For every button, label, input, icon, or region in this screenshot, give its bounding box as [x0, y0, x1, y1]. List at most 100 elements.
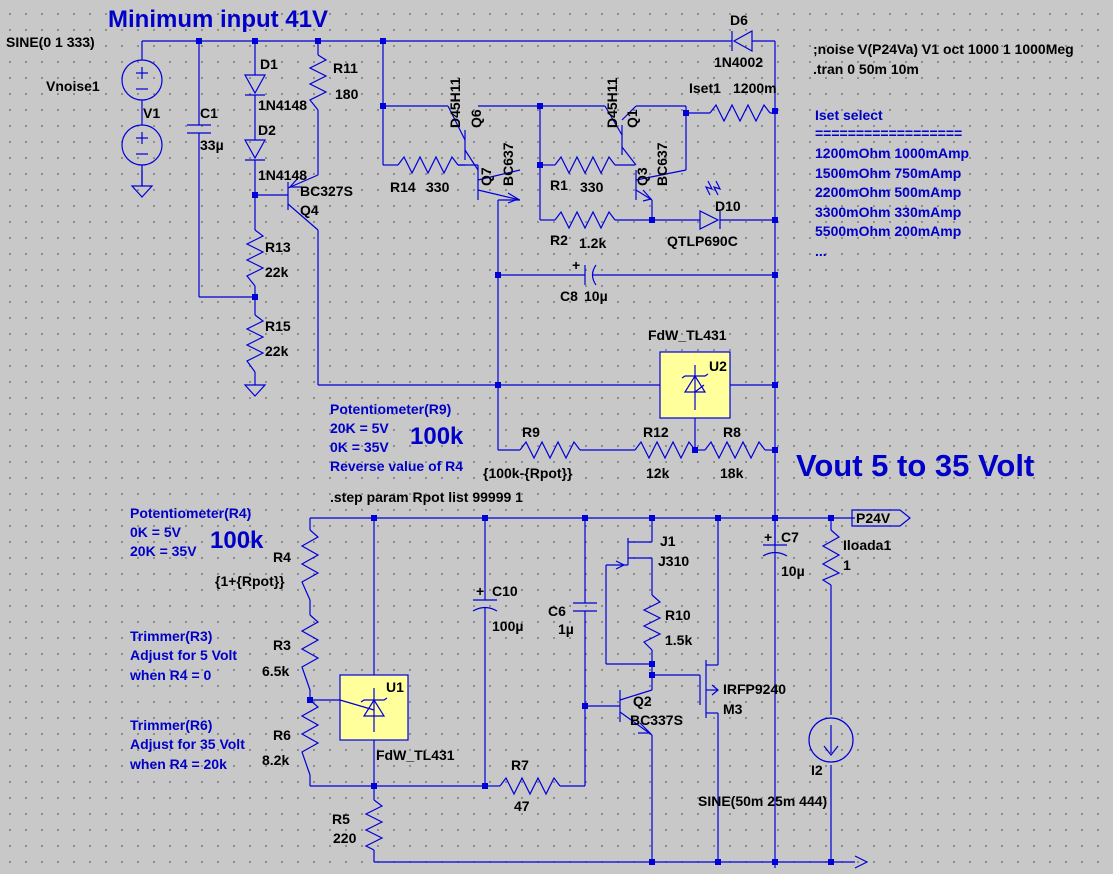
diode-d1[interactable]	[243, 74, 267, 96]
vnoise-source[interactable]	[121, 59, 163, 198]
svg-text:20K = 35V: 20K = 35V	[130, 543, 197, 559]
svg-text:C1: C1	[200, 105, 218, 121]
svg-text:BC637: BC637	[500, 142, 516, 186]
svg-text:1200mOhm 1000mAmp: 1200mOhm 1000mAmp	[815, 145, 969, 161]
resistor-r8[interactable]	[704, 440, 766, 460]
title-minimum-input: Minimum input 41V	[108, 6, 328, 33]
svg-text:1: 1	[843, 557, 851, 573]
svg-text:330: 330	[580, 179, 604, 195]
mosfet-m3[interactable]	[699, 660, 719, 718]
resistor-r4[interactable]	[300, 529, 320, 601]
resistor-r15[interactable]	[245, 314, 265, 373]
svg-text:0K = 5V: 0K = 5V	[130, 524, 182, 540]
svg-text:R4: R4	[273, 549, 291, 565]
resistor-iload[interactable]	[821, 529, 841, 586]
note-trim-r3: Trimmer(R3) Adjust for 5 Volt when R4 = …	[129, 628, 237, 683]
svg-text:100µ: 100µ	[492, 618, 523, 634]
capacitor-c7[interactable]: +	[762, 529, 788, 557]
current-source-i2[interactable]	[808, 717, 854, 763]
noise-directive: ;noise V(P24Va) V1 oct 1000 1 1000Meg	[813, 41, 1074, 57]
svg-text:Iloada1: Iloada1	[843, 537, 891, 553]
svg-text:22k: 22k	[265, 343, 289, 359]
resistor-r3[interactable]	[300, 614, 320, 691]
svg-text:D1: D1	[260, 56, 278, 72]
svg-text:{100k-{Rpot}}: {100k-{Rpot}}	[483, 465, 573, 481]
transistor-q3[interactable]	[635, 169, 687, 202]
svg-text:2200mOhm 500mAmp: 2200mOhm 500mAmp	[815, 184, 961, 200]
svg-text:18k: 18k	[720, 465, 744, 481]
svg-text:R14: R14	[390, 179, 416, 195]
svg-text:I2: I2	[811, 762, 823, 778]
svg-text:when R4 = 20k: when R4 = 20k	[129, 756, 227, 772]
svg-text:5500mOhm 200mAmp: 5500mOhm 200mAmp	[815, 223, 961, 239]
svg-text:QTLP690C: QTLP690C	[667, 233, 738, 249]
svg-text:47: 47	[514, 798, 530, 814]
svg-text:R15: R15	[265, 318, 291, 334]
resistor-r2[interactable]	[554, 210, 616, 230]
resistor-r6[interactable]	[300, 699, 320, 776]
svg-text:when R4 = 0: when R4 = 0	[129, 667, 212, 683]
svg-text:...: ...	[815, 243, 827, 259]
svg-text:6.5k: 6.5k	[262, 663, 289, 679]
svg-text:D2: D2	[258, 122, 276, 138]
svg-text:R3: R3	[273, 637, 291, 653]
svg-text:R13: R13	[265, 239, 291, 255]
resistor-r13[interactable]	[245, 229, 265, 287]
resistor-r12[interactable]	[634, 440, 696, 460]
svg-text:D45H11: D45H11	[447, 77, 463, 128]
svg-text:C7: C7	[781, 529, 799, 545]
transistor-q1[interactable]	[604, 105, 637, 166]
svg-text:==================: ==================	[815, 125, 962, 141]
svg-text:BC637: BC637	[654, 142, 670, 186]
svg-text:1N4148: 1N4148	[258, 167, 307, 183]
svg-text:D10: D10	[715, 198, 741, 214]
led-d10[interactable]	[699, 180, 722, 230]
resistor-r1[interactable]	[554, 155, 616, 175]
svg-text:Q7: Q7	[478, 167, 494, 186]
svg-text:1200m: 1200m	[733, 80, 777, 96]
svg-text:R2: R2	[550, 232, 568, 248]
resistor-r9[interactable]	[519, 440, 581, 460]
transistor-q7[interactable]	[477, 169, 521, 204]
capacitor-c8[interactable]: +	[572, 257, 597, 286]
title-vout: Vout 5 to 35 Volt	[796, 448, 1034, 483]
transistor-q2[interactable]	[619, 689, 653, 736]
resistor-iset[interactable]	[709, 103, 771, 123]
diode-d6[interactable]	[731, 29, 753, 53]
svg-text:1N4148: 1N4148	[258, 97, 307, 113]
svg-text:IRFP9240: IRFP9240	[723, 681, 786, 697]
svg-text:R1: R1	[550, 177, 568, 193]
iset-table: Iset select ================== 1200mOhm …	[815, 107, 969, 259]
transistor-q6[interactable]	[447, 105, 479, 171]
resistor-r10[interactable]	[642, 594, 662, 651]
jfet-j1[interactable]	[615, 530, 653, 570]
resistor-r5[interactable]	[364, 799, 384, 851]
svg-text:U1: U1	[386, 679, 404, 695]
svg-text:{1+{Rpot}}: {1+{Rpot}}	[215, 573, 285, 589]
ic-u1[interactable]	[339, 674, 409, 741]
svg-text:FdW_TL431: FdW_TL431	[648, 327, 727, 343]
resistor-r11[interactable]	[308, 54, 328, 111]
svg-text:J310: J310	[658, 553, 689, 569]
step-directive: .step param Rpot list 99999 1	[330, 489, 523, 505]
svg-text:33µ: 33µ	[200, 137, 224, 153]
resistor-r7[interactable]	[499, 776, 561, 796]
svg-text:R7: R7	[511, 757, 529, 773]
capacitor-c6[interactable]	[573, 602, 597, 612]
capacitor-c10[interactable]: +	[472, 583, 498, 612]
svg-text:8.2k: 8.2k	[262, 752, 289, 768]
svg-text:R9: R9	[522, 424, 540, 440]
net-label-p24v[interactable]: P24V	[851, 509, 911, 527]
transistor-q4[interactable]	[287, 174, 319, 231]
svg-text:R8: R8	[723, 424, 741, 440]
resistor-r14[interactable]	[397, 155, 459, 175]
svg-text:R11: R11	[333, 60, 358, 76]
capacitor-c1[interactable]	[187, 124, 211, 134]
ic-u2[interactable]	[659, 351, 731, 419]
svg-text:U2: U2	[709, 358, 727, 374]
svg-text:M3: M3	[723, 701, 743, 717]
diode-d2[interactable]	[243, 139, 267, 161]
svg-text:Trimmer(R6): Trimmer(R6)	[130, 717, 212, 733]
svg-text:SINE(0 1 333): SINE(0 1 333)	[6, 34, 95, 50]
svg-text:10µ: 10µ	[584, 288, 608, 304]
